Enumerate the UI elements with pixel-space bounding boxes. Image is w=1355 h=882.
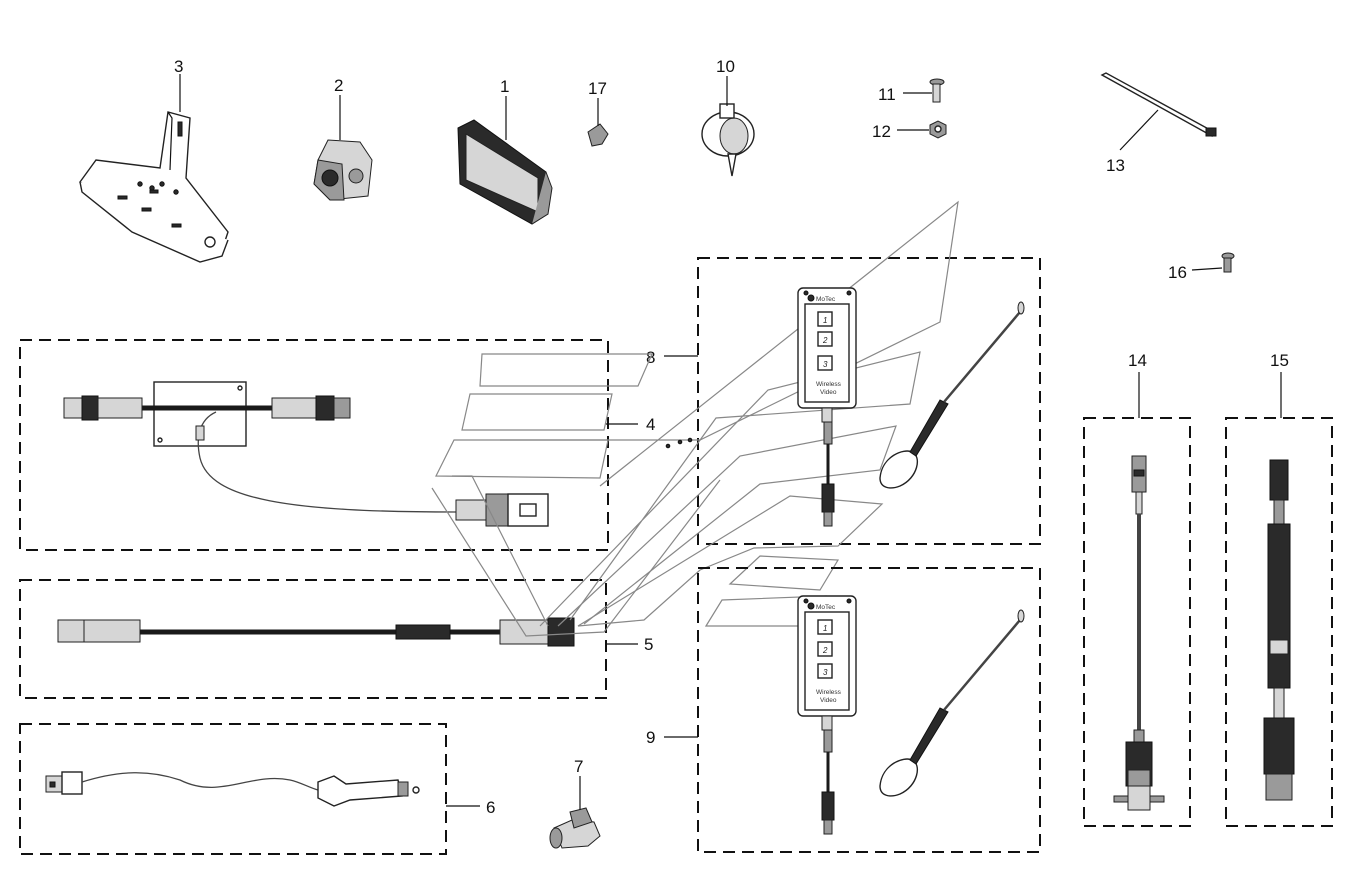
callout-14: 14: [1128, 351, 1147, 370]
callout-3: 3: [174, 57, 183, 76]
group-8-box: [697, 257, 1041, 545]
group-9-box: [697, 567, 1041, 853]
part-10-suction-cup: [701, 76, 755, 177]
part-4-splitter-cable: [63, 381, 638, 527]
part-12-nut: [897, 120, 947, 139]
callout-12: 12: [872, 122, 891, 141]
part-13-cable-tie: [1100, 72, 1217, 151]
module-8-button-2: 2: [822, 336, 828, 345]
part-5-extension-cable: [57, 617, 638, 647]
callout-2: 2: [334, 76, 343, 95]
callout-1: 1: [500, 77, 509, 96]
part-2-camera: [313, 95, 373, 201]
antenna-8: [879, 301, 1025, 489]
module-8-line1: Wireless: [816, 381, 842, 388]
module-9-button-1: 1: [823, 624, 827, 633]
group-4-box: [19, 339, 609, 551]
callout-17: 17: [588, 79, 607, 98]
module-8-line2: Video: [820, 389, 837, 396]
part-3-mounting-bracket: [79, 74, 229, 263]
part-16-screw: [1191, 252, 1235, 273]
module-8-button-1: 1: [823, 316, 827, 325]
callout-11: 11: [878, 85, 896, 104]
callout-10: 10: [716, 57, 735, 76]
module-8-button-3: 3: [823, 360, 828, 369]
group-14-box: [1083, 417, 1191, 827]
part-17-screw: [587, 98, 609, 147]
exploded-pane-outlines: [431, 200, 959, 637]
module-9-line1: Wireless: [816, 689, 842, 696]
part-8-wireless-transmitter: MoTec 1 2 3 Wireless Video: [797, 287, 857, 527]
part-15-cable-assembly: [1263, 459, 1295, 801]
callout-5: 5: [644, 635, 653, 654]
group-6-box: [19, 723, 447, 855]
callout-4: 4: [646, 415, 655, 434]
module-8-brand: MoTec: [816, 296, 836, 303]
group-15-box: [1225, 417, 1333, 827]
callout-9: 9: [646, 728, 655, 747]
part-1-monitor: [457, 96, 553, 225]
callout-7: 7: [574, 757, 583, 776]
part-9-wireless-receiver: MoTec 1 2 3 Wireless Video: [797, 595, 857, 835]
part-7-adapter: [549, 776, 601, 849]
part-11-bolt: [903, 78, 945, 103]
module-9-button-2: 2: [822, 646, 828, 655]
callout-6: 6: [486, 798, 495, 817]
module-9-brand: MoTec: [816, 604, 836, 611]
part-14-cable-assembly: [1113, 455, 1165, 811]
module-9-button-3: 3: [823, 668, 828, 677]
part-6-power-cable: [45, 771, 480, 807]
antenna-9: [879, 609, 1025, 797]
callout-15: 15: [1270, 351, 1289, 370]
group-5-box: [19, 579, 607, 699]
module-9-line2: Video: [820, 697, 837, 704]
callout-16: 16: [1168, 263, 1187, 282]
callout-13: 13: [1106, 156, 1125, 175]
